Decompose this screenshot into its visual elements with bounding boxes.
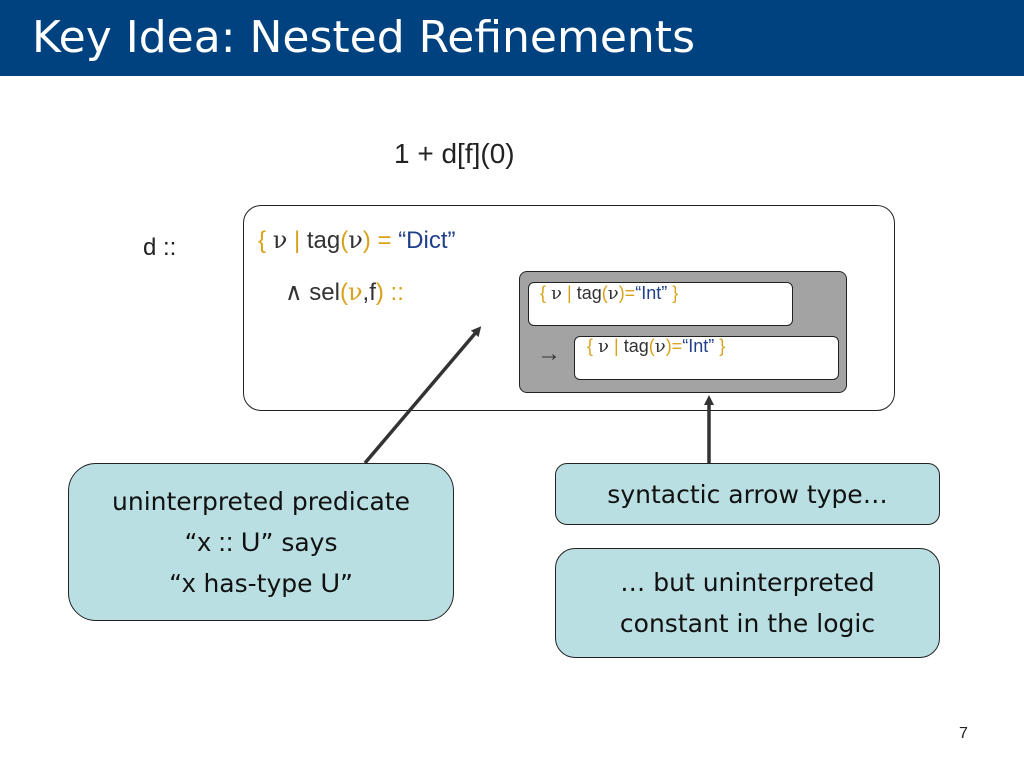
callout-line-3: “x has-type U”	[169, 563, 353, 604]
sel-func: sel	[309, 279, 340, 306]
bar-symbol: |	[293, 227, 301, 254]
int-string: “Int”	[635, 283, 668, 303]
right-arrow-symbol: →	[537, 340, 561, 367]
rparen: )	[362, 227, 371, 254]
close-brace: }	[672, 283, 679, 303]
tag: tag	[623, 336, 649, 356]
callout-line-2: “x :: U” says	[184, 522, 337, 563]
sel-lparen: (	[339, 279, 348, 306]
arrow-output-type-box	[574, 336, 839, 380]
nu-arg: ν	[348, 226, 363, 254]
arrow-output-type: { ν | tag(ν)=“Int” }	[587, 336, 725, 357]
wedge-symbol: ∧	[285, 278, 303, 306]
quote-open: “	[184, 527, 198, 557]
callout-line-2: constant in the logic	[619, 609, 876, 638]
nu: ν	[551, 283, 562, 304]
callout-line-1: uninterpreted predicate	[112, 486, 410, 516]
has-type-text: has-type	[195, 568, 321, 598]
u-var: U	[320, 567, 340, 598]
callout-text: syntactic arrow type…	[607, 479, 888, 509]
open-brace: {	[258, 227, 267, 254]
slide-title: Key Idea: Nested Refinements	[32, 12, 695, 63]
nu-symbol: ν	[272, 226, 288, 254]
sel-rparen: )	[375, 279, 384, 306]
x-coloncolon-u: x :: U	[197, 526, 261, 557]
lparen: (	[648, 336, 655, 356]
dict-string: “Dict”	[398, 227, 456, 254]
arrow-input-type-box	[528, 282, 793, 326]
brace: {	[540, 283, 547, 303]
tag-func: tag	[306, 227, 341, 254]
sel-f: ,f	[362, 279, 376, 306]
bar: |	[614, 336, 619, 356]
nu-arg: ν	[607, 283, 619, 304]
callout-syntactic-arrow: syntactic arrow type…	[555, 463, 940, 525]
callout-line-1: … but uninterpreted	[620, 568, 875, 597]
int-string: “Int”	[682, 336, 715, 356]
expression: 1 + d[f](0)	[394, 138, 515, 169]
tag: tag	[576, 283, 602, 303]
quote-open: “	[169, 568, 183, 598]
eq-symbol: =	[377, 227, 392, 254]
page-number: 7	[959, 725, 968, 742]
refinement-line-sel: ∧ sel(ν,f) ::	[285, 278, 404, 307]
callout-uninterpreted-constant: … but uninterpreted constant in the logi…	[555, 548, 940, 658]
lparen: (	[340, 227, 349, 254]
refinement-line-dict: { ν | tag(ν) = “Dict”	[258, 226, 456, 255]
d-type-label: d ::	[143, 234, 177, 261]
rparen-eq: )=	[665, 336, 683, 356]
x-var: x	[182, 567, 196, 598]
arrow-input-type: { ν | tag(ν)=“Int” }	[540, 283, 678, 304]
rparen-eq: )=	[618, 283, 636, 303]
callout-uninterpreted-predicate: uninterpreted predicate “x :: U” says “x…	[68, 463, 454, 621]
sel-nu: ν	[347, 278, 363, 306]
nu: ν	[598, 336, 609, 357]
brace: {	[587, 336, 594, 356]
quote-close-says: ” says	[260, 527, 338, 557]
nu-arg: ν	[654, 336, 666, 357]
lparen: (	[601, 283, 608, 303]
sel-coloncolon: ::	[390, 279, 404, 306]
title-bar: Key Idea: Nested Refinements	[0, 0, 1024, 76]
bar: |	[567, 283, 572, 303]
quote-close: ”	[339, 568, 353, 598]
close-brace: }	[719, 336, 726, 356]
